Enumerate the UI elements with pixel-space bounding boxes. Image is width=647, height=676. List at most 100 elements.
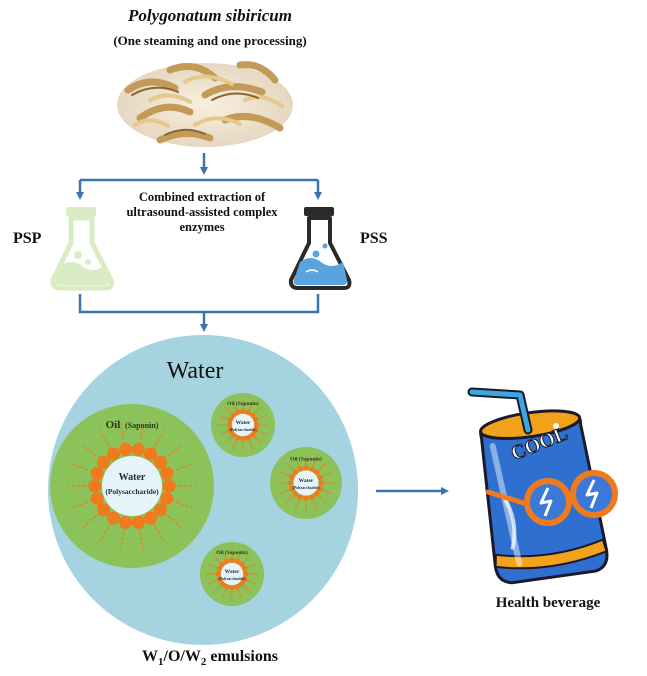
- emulsion-caption: W1/O/W2 emulsions: [100, 648, 320, 668]
- surfactant-head: [215, 571, 222, 577]
- large-droplet: Oil (Saponin) Water (Polysaccharide): [50, 404, 214, 568]
- small-droplet: Oil (Saponin)Water(Polysaccharide): [200, 542, 264, 606]
- surfactant-head: [252, 427, 259, 433]
- diagram-subtitle: (One steaming and one processing): [113, 33, 307, 48]
- small-core-label: Water: [236, 420, 251, 426]
- surfactant-head: [292, 469, 299, 476]
- surfactant-head: [107, 511, 120, 525]
- lipid-tail: [159, 509, 182, 528]
- surfactant-head: [303, 495, 309, 501]
- health-beverage-label: Health beverage: [495, 595, 601, 611]
- lipid-tail: [137, 422, 144, 450]
- pss-flask-icon: [288, 207, 352, 290]
- surfactant-head: [119, 443, 133, 457]
- surfactant-head: [288, 480, 294, 486]
- lipid-tail: [166, 463, 193, 474]
- surfactant-head: [240, 408, 246, 415]
- small-droplets: Oil (Saponin) Water (Polysaccharide) Oil (S…: [200, 393, 342, 606]
- surfactant-head: [234, 583, 240, 590]
- lipid-tail: [99, 430, 115, 455]
- lipid-tail: [159, 444, 182, 463]
- surfactant-head: [162, 479, 176, 493]
- small-core-label: Water: [299, 478, 314, 484]
- surfactant-head: [144, 447, 157, 461]
- surfactant-head: [153, 455, 167, 469]
- large-oil-sub: (Saponin): [125, 421, 159, 430]
- surfactant-head: [252, 417, 259, 423]
- surfactant-head: [131, 443, 145, 457]
- surfactant-head: [238, 561, 245, 568]
- surfactant-head: [242, 571, 249, 577]
- large-droplet-beads: [88, 443, 176, 529]
- outer-water-label: Water: [166, 358, 224, 384]
- small-droplet: Oil (Saponin) Water (Polysaccharide): [270, 447, 342, 519]
- small-oil-label: Oil (Saponin): [227, 400, 259, 407]
- surfactant-head: [97, 455, 111, 469]
- surfactant-head: [249, 412, 256, 419]
- caption-end: emulsions: [206, 648, 278, 665]
- diagram-title: Polygonatum sibiricum: [128, 6, 292, 25]
- small-oil-label: Oil (Saponin): [290, 456, 322, 463]
- surfactant-head: [144, 511, 157, 525]
- lipid-tail: [99, 517, 115, 542]
- surfactant-head: [160, 492, 174, 506]
- surfactant-head: [317, 474, 323, 481]
- psp-label: PSP: [13, 230, 42, 247]
- surfactant-head: [224, 558, 230, 565]
- surfactant-head: [97, 503, 111, 517]
- svg-text:Oil (Saponin): Oil (Saponin): [106, 419, 159, 431]
- caption-sub1: 1: [158, 656, 164, 669]
- surfactant-head: [289, 474, 295, 481]
- lipid-tail: [166, 498, 193, 509]
- surfactant-head: [238, 580, 245, 587]
- surfactant-head: [219, 561, 226, 568]
- surfactant-head: [230, 412, 237, 419]
- lipid-tail: [137, 522, 144, 550]
- large-droplet-tails: [68, 422, 196, 550]
- surfactant-head: [90, 492, 104, 506]
- large-core-sub: (Polysaccharide): [105, 487, 159, 496]
- surfactant-head: [308, 466, 315, 472]
- surfactant-head: [119, 515, 133, 529]
- surfactant-head: [224, 583, 230, 590]
- merge-bracket: [78, 294, 320, 314]
- small-oil-label: Oil (Saponin): [216, 549, 248, 556]
- surfactant-head: [297, 466, 304, 472]
- dried-roots-image: [117, 61, 293, 147]
- surfactant-head: [216, 566, 223, 572]
- surfactant-head: [227, 417, 234, 423]
- psp-flask-icon: [50, 207, 114, 291]
- surfactant-head: [88, 479, 102, 493]
- small-water-core: [220, 562, 244, 586]
- surfactant-head: [219, 580, 226, 587]
- surfactant-head: [241, 576, 248, 582]
- caption-w: W: [142, 648, 159, 665]
- surfactant-head: [235, 434, 241, 441]
- surfactant-head: [160, 466, 174, 480]
- lipid-tail: [71, 463, 98, 474]
- lipid-tail: [120, 422, 127, 450]
- small-droplet: Oil (Saponin)Water(Polysaccharide): [211, 393, 275, 457]
- large-oil-label: Oil: [106, 419, 121, 431]
- small-core-sub: (Polysaccharide): [293, 486, 321, 490]
- surfactant-head: [216, 576, 223, 582]
- surfactant-head: [249, 431, 256, 438]
- lipid-tail: [120, 522, 127, 550]
- surfactant-head: [230, 431, 237, 438]
- pss-label: PSS: [360, 230, 388, 247]
- surfactant-head: [313, 469, 320, 476]
- surfactant-head: [241, 566, 248, 572]
- beverage-can-icon: COOL: [467, 387, 618, 585]
- surfactant-head: [235, 409, 241, 416]
- surfactant-head: [131, 515, 145, 529]
- surfactant-head: [253, 422, 260, 428]
- surfactant-head: [226, 422, 233, 428]
- surfactant-head: [289, 485, 295, 492]
- surfactant-head: [245, 409, 251, 416]
- surfactant-head: [308, 494, 315, 500]
- lipid-tail: [82, 444, 105, 463]
- surfactant-head: [234, 558, 240, 565]
- surfactant-head: [303, 465, 309, 471]
- lipid-tail: [149, 430, 165, 455]
- lipid-tail: [149, 517, 165, 542]
